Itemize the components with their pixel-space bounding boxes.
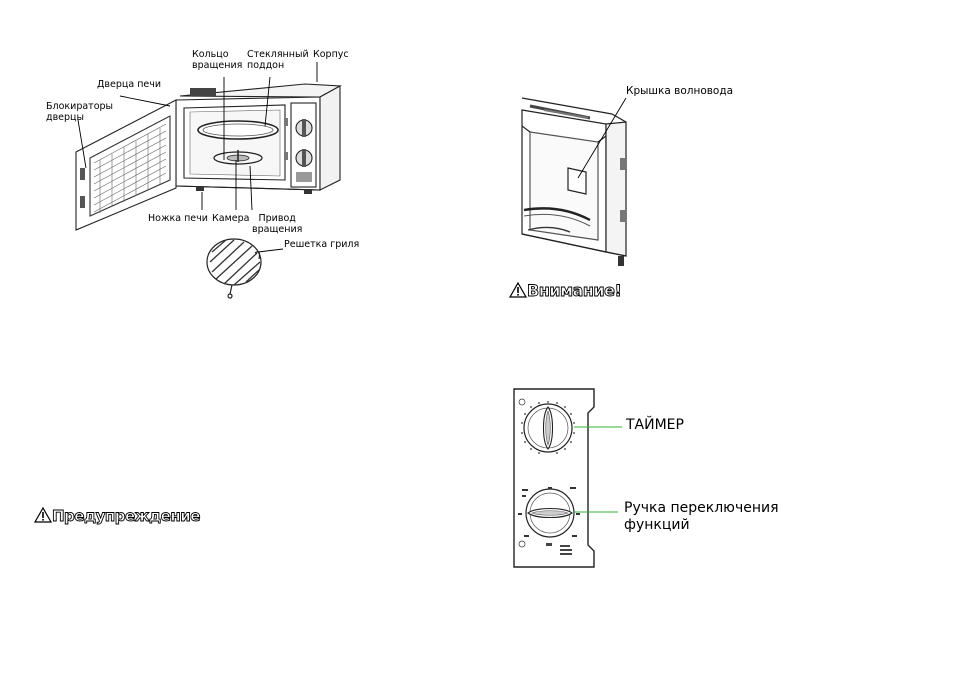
oven-diagram: Кольцо вращения Стеклянный поддон Корпус… [0,0,477,320]
label-foot: Ножка печи [148,213,208,224]
label-door: Дверца печи [97,79,162,90]
label-function-knob: Ручка переключения функций [624,500,779,533]
attention-heading-text: Внимание! [527,281,623,301]
warning-triangle-icon [508,281,528,298]
warning-triangle-icon [33,506,53,523]
label-waveguide-cover: Крышка волновода [626,85,734,97]
label-body: Корпус [313,49,349,60]
waveguide-diagram: Крышка волновода [500,80,760,280]
warning-heading: Предупреждение [33,506,201,526]
label-chamber: Камера [212,213,250,224]
attention-heading: Внимание! [508,281,623,301]
label-drive: Привод вращения [252,213,303,235]
label-grill-rack: Решетка гриля [284,239,360,250]
label-ring: Кольцо вращения [192,49,243,71]
oven-drawing [75,62,342,299]
label-timer: ТАЙМЕР [626,417,684,433]
control-panel-diagram [510,385,600,571]
waveguide-drawing [521,97,627,266]
label-door-locks: Блокираторы дверцы [46,101,114,123]
label-glass-tray: Стеклянный поддон [247,49,309,71]
warning-heading-text: Предупреждение [52,507,201,526]
control-panel-drawing [513,388,595,568]
